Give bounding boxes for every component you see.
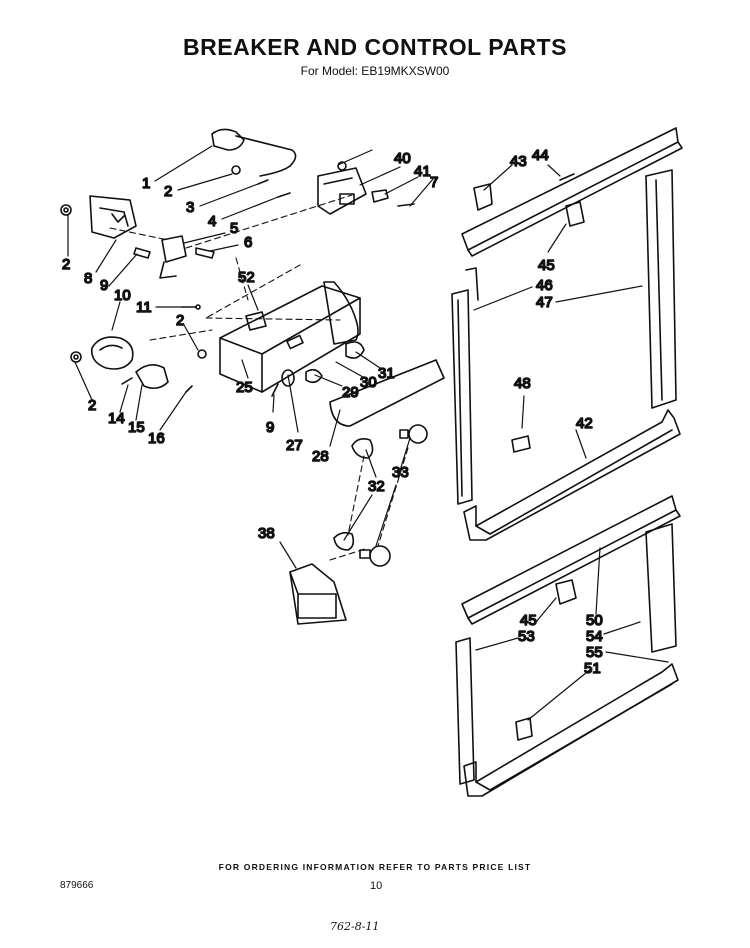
- part-41-7-connector: [371, 189, 415, 207]
- callout: 31: [378, 365, 395, 382]
- callout: 50: [586, 612, 603, 629]
- callout: 9: [100, 277, 108, 294]
- callout: 40: [394, 150, 411, 167]
- leader-lines: [67, 145, 434, 569]
- part-2-screws: [60, 161, 347, 363]
- callout: 52: [238, 269, 255, 286]
- callout: 2: [164, 183, 172, 200]
- callout: 48: [514, 375, 531, 392]
- part-43-clip: [473, 183, 493, 211]
- callout: 47: [536, 294, 553, 311]
- callout: 7: [430, 174, 438, 191]
- assembly-guide-lines: [109, 194, 409, 561]
- callout: 38: [258, 525, 275, 542]
- callout: 8: [84, 270, 92, 287]
- part-11-screw: [181, 304, 201, 310]
- ordering-note: FOR ORDERING INFORMATION REFER TO PARTS …: [218, 862, 532, 872]
- callout: 10: [114, 287, 131, 304]
- callout: 55: [586, 644, 603, 661]
- part-3-4-screws: [257, 179, 291, 198]
- callout: 2: [176, 312, 184, 329]
- callout: 45: [520, 612, 537, 629]
- callout: 30: [360, 374, 377, 391]
- part-5-switch: [159, 235, 187, 279]
- part-47-right-rail-upper: [645, 169, 677, 409]
- callout: 29: [342, 384, 359, 401]
- callout: 44: [532, 147, 549, 164]
- callout: 9: [266, 419, 274, 436]
- callout: 53: [518, 628, 535, 645]
- callout: 25: [236, 379, 253, 396]
- page-title: BREAKER AND CONTROL PARTS: [183, 34, 567, 60]
- callout: 27: [286, 437, 303, 454]
- part-10-lamp-socket: [90, 336, 134, 370]
- callout: 32: [368, 478, 385, 495]
- part-42-bottom-rail-upper: [463, 409, 681, 541]
- callout: 14: [108, 410, 125, 427]
- part-6-9-pins: [133, 247, 215, 259]
- part-40-control-unit: [317, 167, 367, 215]
- part-1-breaker-cover: [211, 128, 297, 177]
- part-25-control-housing: [219, 285, 361, 393]
- part-52-button: [245, 311, 267, 331]
- callout: 45: [538, 257, 555, 274]
- callout-labels: 1 2 3 4 5 6 2 8 9 10 11 2 2 14 15 16 52 …: [61, 146, 603, 678]
- page-number: 10: [370, 880, 383, 892]
- callout: 6: [244, 234, 252, 251]
- callout: 5: [230, 220, 238, 237]
- callout: 28: [312, 448, 329, 465]
- callout: 41: [414, 163, 431, 180]
- callout: 15: [128, 419, 145, 436]
- part-32-33-bulbs: [333, 424, 428, 567]
- callout: 33: [392, 464, 409, 481]
- part-44-top-rail: [461, 127, 683, 257]
- part-55-bottom-rail-lower: [463, 663, 679, 797]
- part-51-clip: [515, 717, 533, 741]
- model-subtitle: For Model: EB19MKXSW00: [300, 64, 450, 78]
- callout: 42: [576, 415, 593, 432]
- part-8-bracket: [89, 195, 137, 239]
- part-53-left-rail-lower: [455, 637, 475, 785]
- callout: 11: [136, 299, 152, 316]
- callout: 3: [186, 199, 194, 216]
- part-38-light-shield: [289, 563, 347, 625]
- callout: 46: [536, 277, 553, 294]
- part-27-29-30-31-knobs: [271, 341, 365, 397]
- part-50-top-rail-lower: [461, 495, 681, 625]
- part-46-left-rail-upper: [451, 267, 479, 505]
- part-14-15-16-clip: [121, 364, 193, 393]
- part-28-trim-strip: [323, 281, 445, 427]
- leader-lines-right: [473, 164, 669, 721]
- document-number: 879666: [60, 880, 94, 891]
- callout: 51: [584, 660, 601, 677]
- part-45-hinge-upper: [565, 201, 585, 227]
- callout: 2: [88, 397, 96, 414]
- callout: 43: [510, 153, 527, 170]
- handwritten-note: 762-8-11: [330, 920, 380, 933]
- callout: 1: [142, 175, 150, 192]
- callout: 16: [148, 430, 165, 447]
- part-45-hinge-lower: [555, 579, 577, 605]
- part-54-right-rail-lower: [645, 523, 677, 653]
- callout: 54: [586, 628, 603, 645]
- callout: 4: [208, 213, 216, 230]
- part-48-clip: [511, 435, 531, 453]
- callout: 2: [62, 256, 70, 273]
